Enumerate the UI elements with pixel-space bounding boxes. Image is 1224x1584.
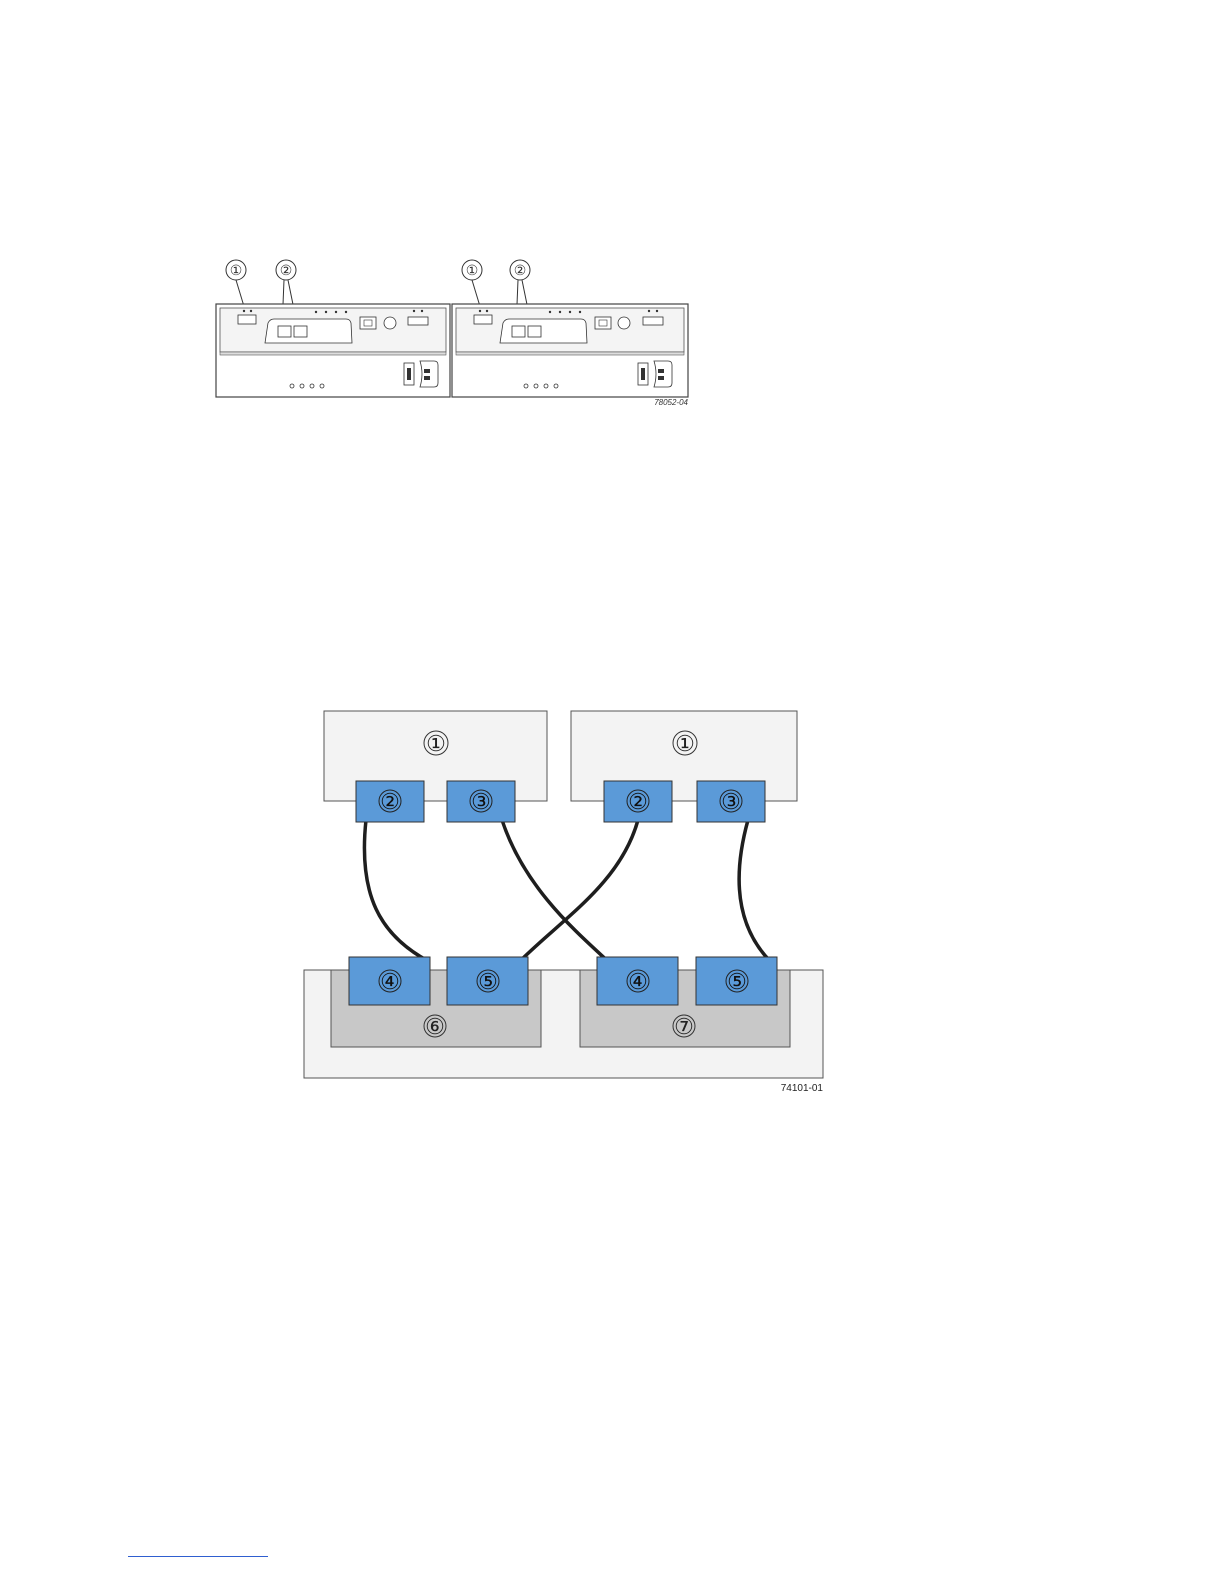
cable-host2-port2-to-module1-port5 — [516, 820, 638, 965]
host-right-port-3-label: ③ — [721, 789, 741, 814]
callout-1-right: ① — [466, 262, 479, 278]
module-right-port-4-label: ④ — [628, 969, 648, 994]
figure-id-bottom: 74101-01 — [781, 1083, 824, 1094]
controller-rear-figure: ① ② — [210, 255, 700, 410]
figure-id-top: 78052-04 — [654, 398, 688, 407]
module-label-right: ⑦ — [674, 1014, 694, 1039]
cable-host2-port3-to-module2-port5 — [739, 820, 770, 961]
footer-link-underline — [128, 1556, 268, 1557]
callout-2-right: ② — [514, 262, 527, 278]
cable-host1-port2-to-module1-port4 — [364, 820, 428, 961]
host-left-port-2-label: ② — [380, 789, 400, 814]
host-label-left: ① — [426, 731, 446, 756]
module-label-left: ⑥ — [425, 1014, 445, 1039]
callout-1-left: ① — [230, 262, 243, 278]
module-left-port-5-label: ⑤ — [478, 969, 498, 994]
cabling-diagram: ① ① ② ③ ② ③ ④ ⑤ ④ ⑤ ⑥ ⑦ 74101-01 — [300, 705, 830, 1100]
host-label-right: ① — [675, 731, 695, 756]
callout-2-left: ② — [280, 262, 293, 278]
host-left-port-3-label: ③ — [471, 789, 491, 814]
module-right-port-5-label: ⑤ — [727, 969, 747, 994]
controller-right: ① ② — [452, 260, 688, 397]
module-left-port-4-label: ④ — [380, 969, 400, 994]
controller-left: ① ② — [216, 260, 450, 397]
host-right-port-2-label: ② — [628, 789, 648, 814]
